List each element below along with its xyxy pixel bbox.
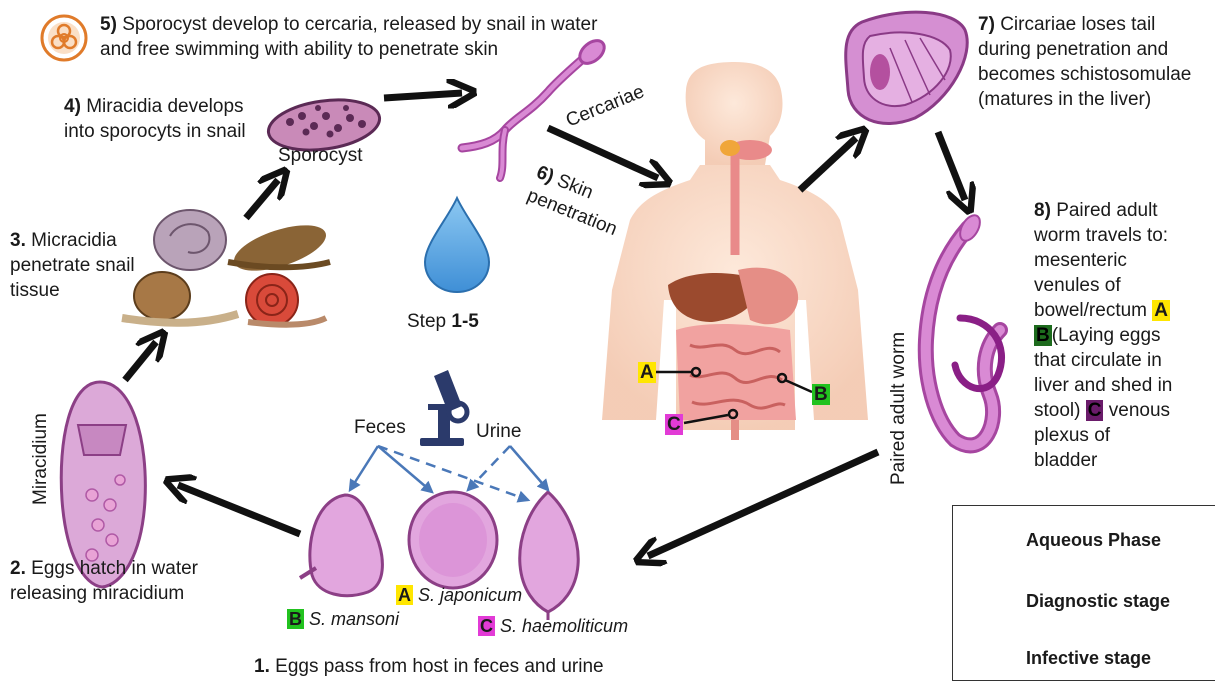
step-8-text: 8) Paired adult worm travels to: mesente… — [1034, 198, 1172, 473]
miracidium-label: Miracidium — [30, 413, 52, 505]
legend-box: Aqueous Phase Diagnostic stage Infective… — [952, 505, 1215, 681]
step-1-text: 1. Eggs pass from host in feces and urin… — [254, 654, 604, 679]
water-drop-icon — [425, 198, 489, 292]
s-haemoliticum-label: C S. haemoliticum — [478, 616, 628, 637]
s-mansoni-label: B S. mansoni — [287, 609, 399, 630]
mark-a: A — [1152, 300, 1170, 321]
sporocyst-label: Sporocyst — [278, 145, 362, 167]
egg-s-mansoni — [300, 495, 382, 596]
egg-s-japonicum — [409, 492, 497, 588]
schistosomulae-illustration — [846, 12, 967, 123]
s-japonicum-label: A S. japonicum — [396, 585, 522, 606]
step-2-text: 2. Eggs hatch in water releasing miracid… — [10, 556, 198, 606]
microscope-icon — [420, 370, 467, 446]
feces-label: Feces — [354, 417, 406, 439]
body-marker-c: C — [665, 414, 683, 436]
urine-label: Urine — [476, 421, 521, 443]
body-marker-b: B — [812, 384, 830, 406]
legend-item-diagnostic: Diagnostic stage — [953, 571, 1215, 621]
step-3-text: 3. Micracidia penetrate snail tissue — [10, 228, 135, 303]
paired-adult-worm-label: Paired adult worm — [888, 332, 910, 485]
mark-b: B — [1034, 325, 1052, 346]
step-5-text: 5) Sporocyst develop to cercaria, releas… — [100, 12, 597, 62]
adult-worm-illustration — [926, 212, 1002, 446]
mark-c: C — [1086, 400, 1104, 421]
egg-s-haemoliticum — [520, 492, 578, 620]
step-4-text: 4) Miracidia develops into sporocyts in … — [64, 94, 246, 144]
biohazard-icon — [42, 16, 86, 60]
step-7-text: 7) Circariae loses tail during penetrati… — [978, 12, 1191, 112]
body-marker-a: A — [638, 362, 656, 384]
snail-illustration — [122, 210, 331, 326]
legend-item-aqueous: Aqueous Phase — [953, 514, 1215, 564]
legend-item-infective: Infective stage — [953, 628, 1215, 678]
step-range-label: Step 1-5 — [407, 311, 479, 333]
